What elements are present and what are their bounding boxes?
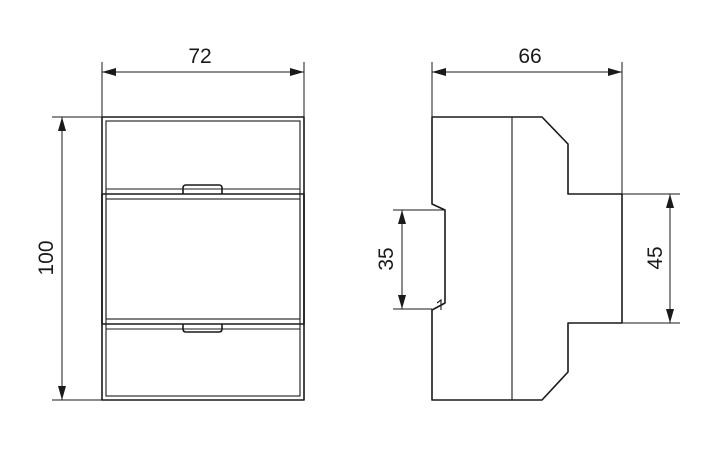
height-arrow-bottom [58, 386, 66, 400]
front-view: 72 100 [35, 45, 305, 401]
depth-arrow-left [432, 68, 446, 76]
depth-label: 66 [518, 45, 541, 68]
side-housing-outline [431, 116, 623, 401]
height-label: 100 [35, 240, 58, 275]
front-bottom-clip [182, 324, 223, 333]
front-height-label: 45 [644, 246, 667, 269]
side-view: 66 35 45 [375, 45, 680, 401]
front-middle-module [101, 193, 305, 325]
rail-arrow-top [398, 210, 406, 224]
front-middle-module-inner [105, 198, 301, 320]
side-rail-latch [436, 298, 442, 310]
front-housing-outline [101, 116, 305, 401]
rail-arrow-bottom [398, 295, 406, 309]
depth-arrow-right [608, 68, 622, 76]
front-arrow-top [666, 194, 674, 208]
rail-height-label: 35 [375, 247, 398, 270]
front-arrow-bottom [666, 309, 674, 323]
width-label: 72 [188, 45, 211, 68]
front-housing-inner-edge [105, 120, 301, 397]
front-top-clip [182, 184, 223, 194]
height-arrow-top [58, 117, 66, 131]
width-arrow-right [290, 68, 304, 76]
width-arrow-left [102, 68, 116, 76]
